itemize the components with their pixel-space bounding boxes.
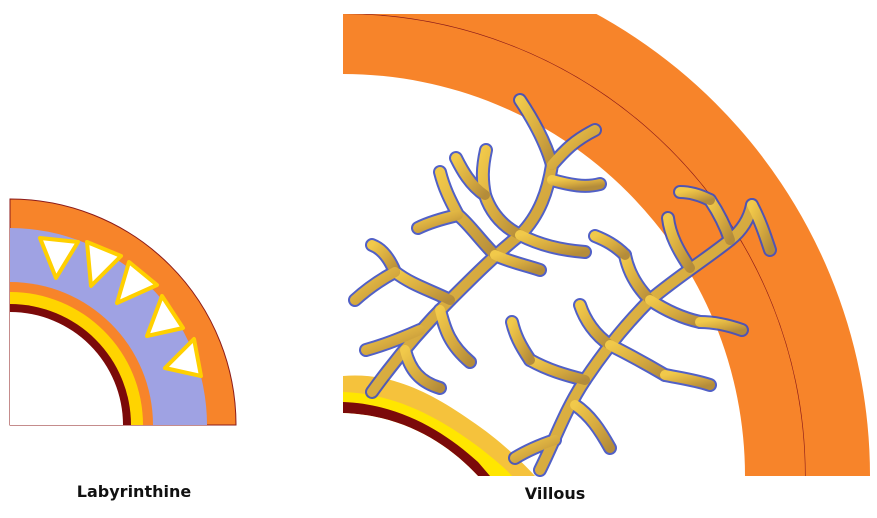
labyrinthine-caption: Labyrinthine — [77, 482, 191, 501]
villous-outer-top-mask — [330, 0, 877, 14]
villous-caption: Villous — [525, 484, 585, 503]
labyrinthine-diagram — [10, 199, 236, 425]
villous-tree-right — [512, 192, 770, 470]
villous-diagram — [330, 0, 877, 476]
villous-tree-left — [355, 100, 600, 392]
